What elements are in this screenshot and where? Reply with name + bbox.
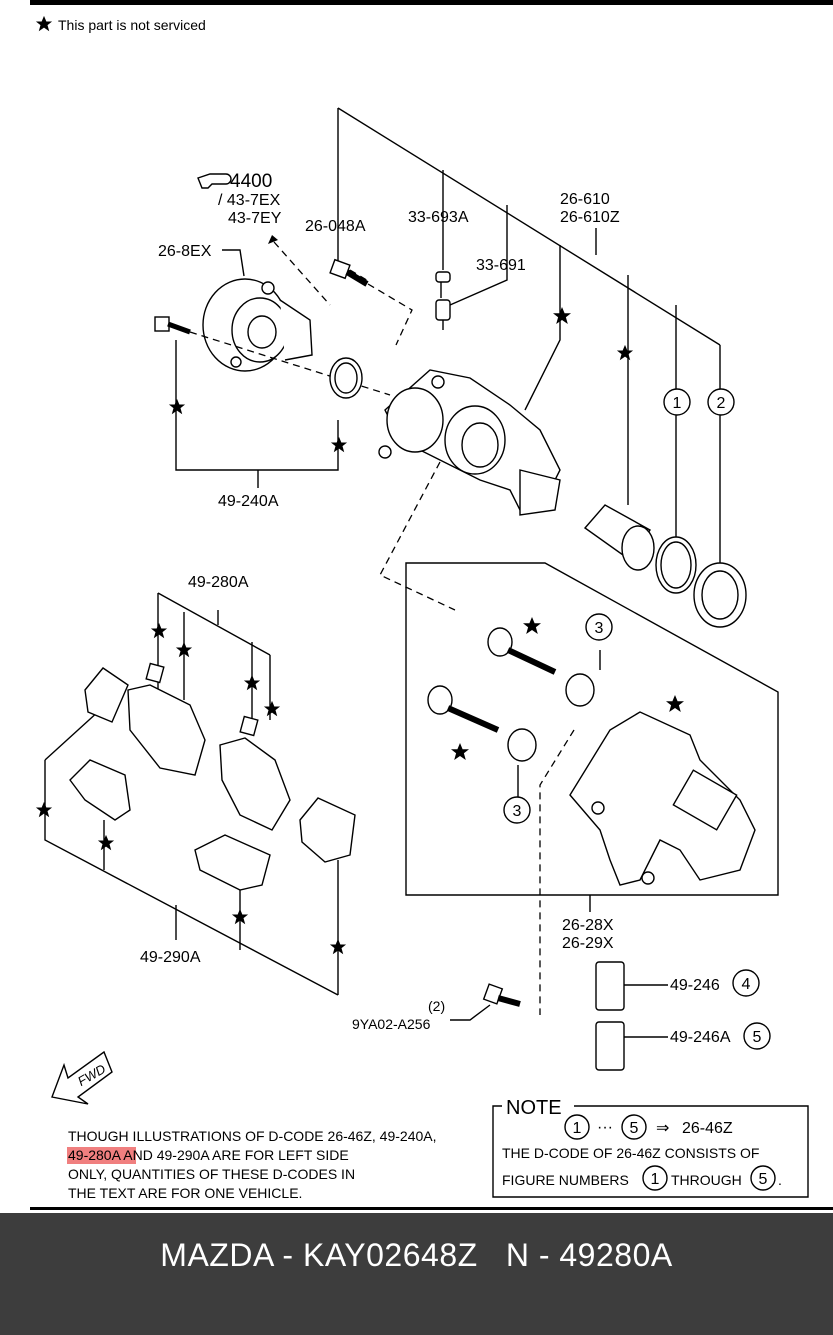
caliper-bracket (569, 711, 756, 886)
svg-text:3: 3 (595, 620, 604, 637)
svg-text:⇒: ⇒ (656, 1120, 669, 1137)
note-box: NOTE 1 ··· 5 ⇒ 26-46Z THE D-CODE OF 26-4… (492, 1097, 809, 1198)
bolt-26-048A (329, 258, 413, 346)
svg-text:THOUGH ILLUSTRATIONS OF D-CODE: THOUGH ILLUSTRATIONS OF D-CODE 26-46Z, 4… (68, 1128, 437, 1144)
svg-text:1: 1 (573, 1120, 582, 1137)
piston (583, 504, 655, 571)
highlight-box (67, 1147, 136, 1164)
star-icon (35, 15, 53, 32)
label-33-691[interactable]: 33-691 (476, 257, 526, 274)
svg-text:3: 3 (513, 803, 522, 820)
top-border (30, 0, 833, 5)
ref-main[interactable]: 4400 (230, 171, 272, 192)
label-49-246[interactable]: 49-246 (670, 977, 720, 994)
brake-pad-outer (127, 684, 206, 776)
guide-pin-lower (427, 685, 500, 733)
arrow-head-icon (268, 235, 278, 244)
label-26-28X[interactable]: 26-28X (562, 917, 614, 934)
pin-boot (507, 728, 537, 762)
parts-diagram: This part is not serviced 4400 / 43-7EX … (30, 0, 833, 1210)
label-26-048A[interactable]: 26-048A (305, 218, 366, 235)
upper-leaders (337, 107, 721, 568)
star-icon (523, 617, 541, 634)
svg-text:26-46Z: 26-46Z (682, 1120, 733, 1137)
fwd-arrow-icon: FWD (51, 1050, 113, 1105)
svg-text:FIGURE NUMBERS: FIGURE NUMBERS (502, 1172, 629, 1188)
pointing-hand-icon (197, 173, 232, 189)
shim-outer (84, 667, 129, 723)
bolt-9YA02 (450, 983, 521, 1021)
ref-line1[interactable]: / 43-7EX (218, 192, 281, 209)
leader-26-8EX (222, 249, 245, 277)
legend: This part is not serviced (35, 15, 206, 33)
callout-3-lower[interactable]: 3 (503, 796, 531, 824)
label-9YA02-qty: (2) (428, 998, 445, 1014)
label-49-246A[interactable]: 49-246A (670, 1029, 731, 1046)
svg-text:4: 4 (742, 976, 751, 993)
svg-text:5: 5 (759, 1171, 768, 1188)
callout-2[interactable]: 2 (707, 388, 735, 416)
brake-pad-inner (219, 737, 291, 831)
star-icon (616, 344, 634, 361)
svg-text:THE D-CODE OF 26-46Z CONSIST: THE D-CODE OF 26-46Z CONSISTS OF (502, 1145, 759, 1161)
callout-5[interactable]: 5 (743, 1022, 771, 1050)
star-icon (451, 743, 469, 760)
shim-inner (299, 797, 356, 863)
bleeder-33-691 (435, 299, 451, 330)
pad-clip-upper (69, 759, 131, 821)
svg-text:2: 2 (717, 395, 726, 412)
pad-clip-lower (194, 834, 271, 891)
star-icon (168, 398, 186, 415)
reference-block: 4400 / 43-7EX 43-7EY (197, 171, 331, 306)
caliper-body (378, 369, 561, 516)
ref-line2[interactable]: 43-7EY (228, 210, 282, 227)
label-9YA02[interactable]: 9YA02-A256 (352, 1016, 431, 1032)
label-26-29X[interactable]: 26-29X (562, 935, 614, 952)
svg-text:···: ··· (597, 1119, 613, 1136)
footer-title: MAZDA - KAY02648Z N - 49280A (160, 1237, 673, 1273)
callout-3-upper[interactable]: 3 (585, 613, 613, 641)
bottom-note: THOUGH ILLUSTRATIONS OF D-CODE 26-46Z, 4… (67, 1128, 437, 1201)
label-33-693A[interactable]: 33-693A (408, 209, 469, 226)
parking-actuator (202, 278, 313, 372)
svg-text:1: 1 (651, 1171, 660, 1188)
label-49-290A[interactable]: 49-290A (140, 949, 201, 966)
guide-pin-upper (487, 627, 557, 675)
label-26-610Z[interactable]: 26-610Z (560, 209, 620, 226)
svg-text:THROUGH: THROUGH (671, 1172, 742, 1188)
bottom-border (30, 1207, 833, 1210)
svg-text:5: 5 (630, 1120, 639, 1137)
legend-text: This part is not serviced (58, 17, 206, 33)
bleeder-33-693A (435, 271, 451, 298)
svg-text:NOTE: NOTE (506, 1097, 562, 1119)
label-26-8EX[interactable]: 26-8EX (158, 243, 212, 260)
star-icon (666, 695, 684, 712)
pads-leaders (44, 592, 339, 996)
svg-text:THE TEXT ARE FOR ONE VEHICLE.: THE TEXT ARE FOR ONE VEHICLE. (68, 1185, 302, 1201)
wear-indicator-49-246 (595, 961, 668, 1011)
svg-text:49-280A AND 49-290A ARE FOR LE: 49-280A AND 49-290A ARE FOR LEFT SIDE (68, 1147, 349, 1163)
pin-boot (565, 673, 595, 707)
ref-dash-line (273, 241, 331, 306)
star-icon (553, 307, 571, 324)
star-icon (330, 436, 348, 453)
svg-text:ONLY, QUANTITIES OF THESE D-CO: ONLY, QUANTITIES OF THESE D-CODES IN (68, 1166, 355, 1182)
svg-text:1: 1 (673, 395, 682, 412)
star-icon (97, 834, 115, 851)
star-icon (35, 801, 53, 818)
svg-text:.: . (778, 1172, 782, 1188)
svg-text:5: 5 (753, 1029, 762, 1046)
callout-4[interactable]: 4 (732, 969, 760, 997)
label-26-610[interactable]: 26-610 (560, 191, 610, 208)
bracket-group-box (405, 562, 779, 896)
star-icon (150, 622, 168, 639)
footer-bar: MAZDA - KAY02648Z N - 49280A (0, 1213, 833, 1335)
label-49-240A[interactable]: 49-240A (218, 493, 279, 510)
star-icon (263, 700, 281, 717)
wear-indicator-49-246A (595, 1021, 668, 1071)
callout-1[interactable]: 1 (663, 388, 691, 416)
label-49-280A[interactable]: 49-280A (188, 574, 249, 591)
